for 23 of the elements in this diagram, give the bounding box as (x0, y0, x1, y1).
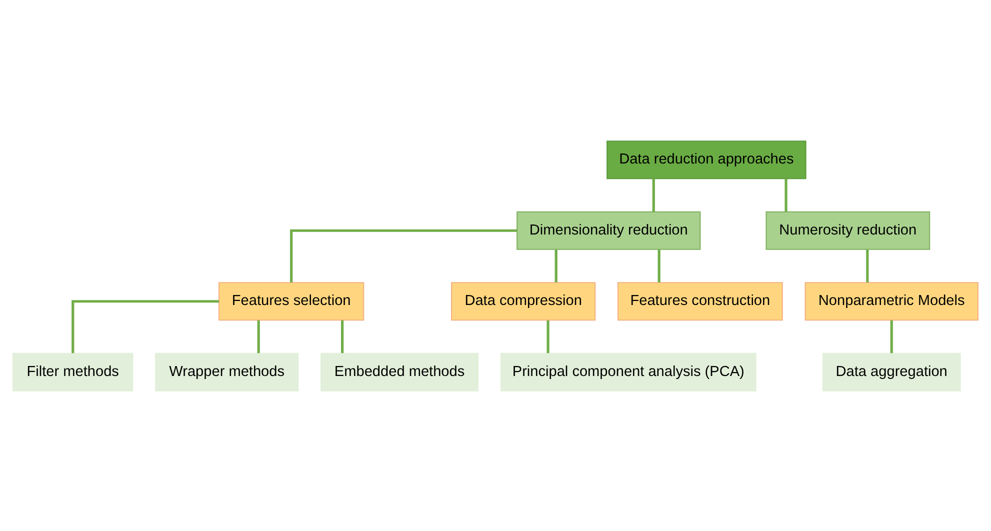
node-box: Embedded methods (320, 352, 479, 391)
connector (290, 228, 517, 282)
node-box: Features construction (617, 282, 783, 320)
connector (652, 178, 655, 212)
node-box: Principal component analysis (PCA) (500, 352, 756, 391)
node-box: Features selection (218, 282, 364, 320)
connector (546, 320, 550, 353)
connector (890, 320, 893, 353)
node-box: Data aggregation (822, 352, 961, 391)
connector (866, 249, 869, 282)
connector (554, 249, 558, 282)
node-box: Dimensionality reduction (516, 210, 701, 250)
connector (72, 300, 219, 353)
node-box: Wrapper methods (155, 352, 299, 391)
node-box: Numerosity reduction (766, 210, 930, 250)
node-box: Nonparametric Models (804, 282, 978, 320)
connector (257, 320, 260, 353)
node-box: Data reduction approaches (606, 140, 806, 179)
node-box: Data compression (451, 282, 596, 320)
connector (784, 178, 788, 212)
connector (658, 249, 660, 282)
node-box: Filter methods (12, 352, 134, 391)
connector (341, 320, 344, 353)
